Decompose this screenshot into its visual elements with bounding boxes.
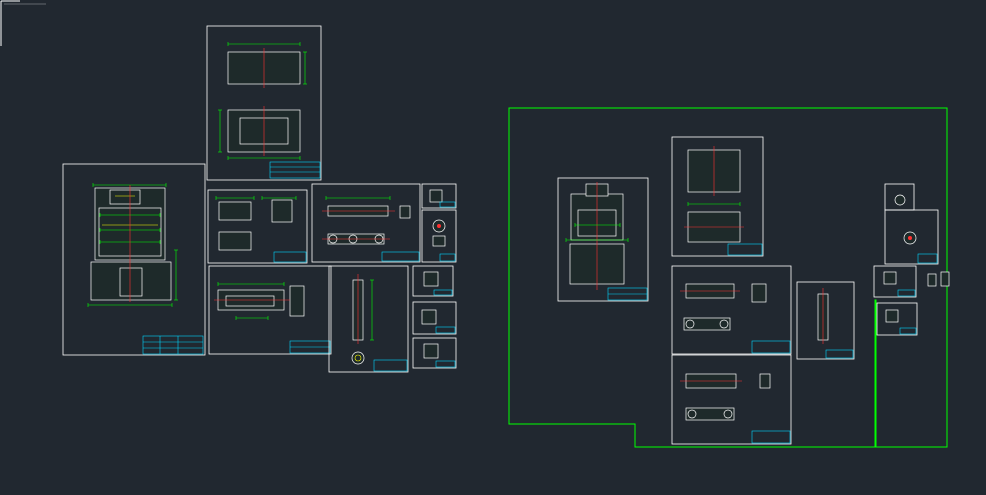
sheet-small-right-c[interactable]	[873, 265, 917, 298]
sheet-column-right[interactable]	[796, 281, 855, 360]
sheet-small-right-d[interactable]	[876, 302, 918, 336]
sheet-guide-parts[interactable]	[207, 189, 308, 264]
sheet-small-part-d[interactable]	[412, 337, 457, 369]
sheet-small-right-a[interactable]	[884, 183, 915, 211]
sheet-small-part-b[interactable]	[412, 265, 454, 297]
sheet-shaft-long[interactable]	[311, 183, 421, 263]
loose-parts	[927, 271, 950, 287]
right-group-outline	[508, 107, 948, 448]
sheet-small-part-a[interactable]	[421, 183, 457, 209]
sheet-shaft-right-2[interactable]	[671, 354, 792, 445]
sheet-lower-bracket[interactable]	[208, 265, 332, 355]
sheet-frame-right[interactable]	[671, 136, 764, 257]
sheet-base-frame[interactable]	[206, 25, 322, 181]
sheet-assembly-right[interactable]	[557, 177, 649, 302]
sheet-shaft-right[interactable]	[671, 265, 792, 355]
sheet-column-part[interactable]	[328, 265, 409, 373]
ucs-axis-icon	[0, 0, 48, 50]
sheet-ring-part[interactable]	[421, 209, 457, 263]
sheet-assembly-main[interactable]	[62, 163, 206, 356]
sheet-small-right-b[interactable]	[884, 209, 939, 265]
sheet-small-part-c[interactable]	[412, 301, 457, 335]
